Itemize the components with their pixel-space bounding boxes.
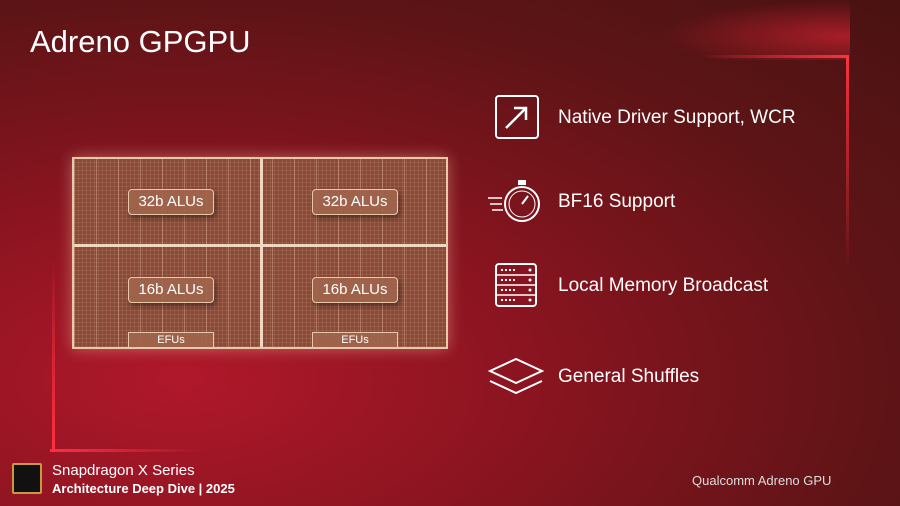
alu16-label: 16b ALUs (312, 277, 398, 303)
stopwatch-icon (488, 180, 540, 222)
layers-icon (487, 357, 545, 395)
divider (74, 244, 446, 247)
footer-product: Qualcomm Adreno GPU (692, 473, 832, 488)
feature-item: General Shuffles (486, 353, 699, 401)
footer-event: Architecture Deep Dive | 2025 (52, 481, 235, 496)
alu32-label: 32b ALUs (312, 189, 398, 215)
footer-series: Snapdragon X Series (52, 462, 195, 479)
feature-label: Native Driver Support, WCR (558, 107, 796, 128)
divider (260, 159, 263, 347)
feature-item: Native Driver Support, WCR (486, 94, 796, 142)
feature-item: Local Memory Broadcast (486, 262, 768, 310)
feature-label: Local Memory Broadcast (558, 275, 769, 296)
alu16-label: 16b ALUs (128, 277, 214, 303)
accent-line (846, 55, 849, 270)
efu-label: EFUs (128, 332, 214, 348)
accent-line (50, 449, 200, 452)
accent-line (52, 260, 55, 450)
feature-item: BF16 Support (486, 178, 675, 226)
snapdragon-logo (12, 463, 42, 494)
efu-label: EFUs (312, 332, 398, 348)
alu32-label: 32b ALUs (128, 189, 214, 215)
glow (660, 0, 850, 60)
arrow-up-right-icon (495, 95, 539, 139)
feature-label: General Shuffles (558, 366, 700, 387)
slide-title: Adreno GPGPU (30, 24, 251, 59)
server-icon (495, 263, 537, 307)
feature-label: BF16 Support (558, 191, 676, 212)
accent-line (700, 55, 848, 58)
gpu-die-diagram: 32b ALUs 32b ALUs 16b ALUs 16b ALUs EFUs… (72, 157, 448, 349)
